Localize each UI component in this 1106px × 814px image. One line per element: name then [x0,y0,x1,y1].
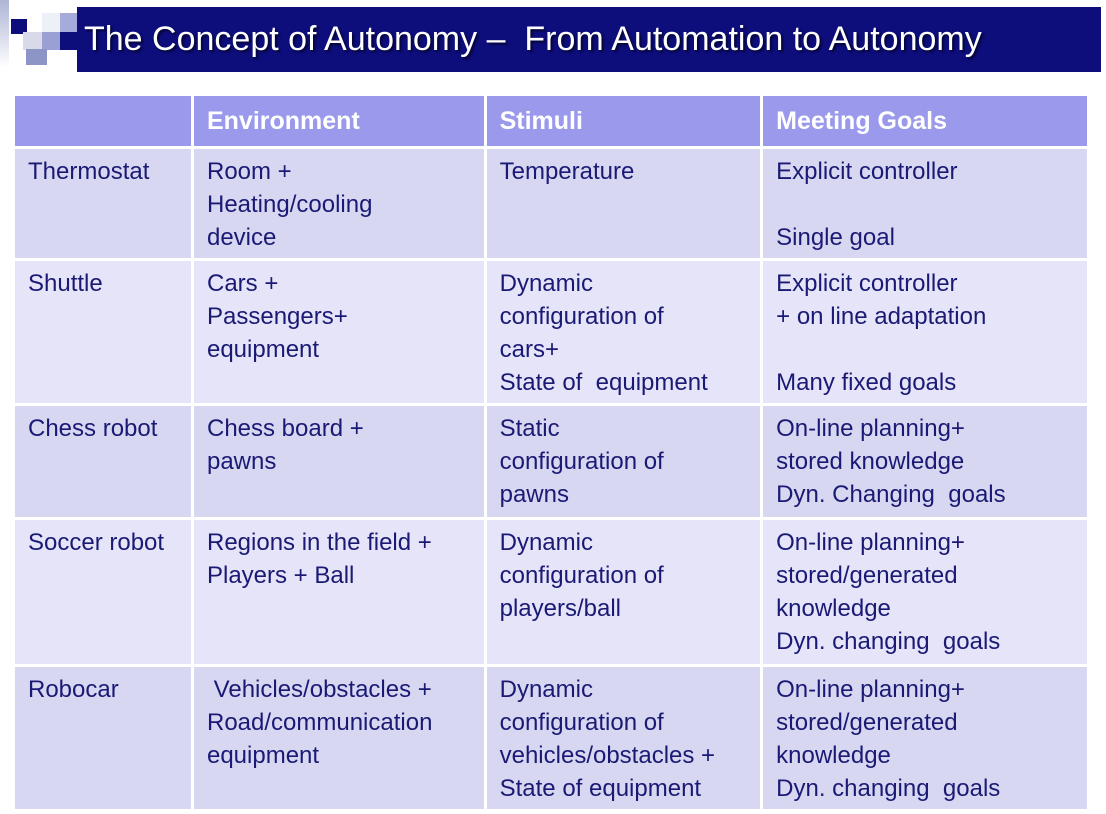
cell-meeting-goals: On-line planning+ stored/generated knowl… [763,667,1087,809]
table-header-row: Environment Stimuli Meeting Goals [15,96,1087,146]
table-row-shuttle: Shuttle Cars + Passengers+ equipment Dyn… [15,261,1087,403]
row-label: Thermostat [15,149,191,258]
cell-meeting-goals: Explicit controller + on line adaptation… [763,261,1087,403]
row-label: Shuttle [15,261,191,403]
header-cell-environment: Environment [193,96,484,146]
row-label: Soccer robot [15,520,191,664]
cell-stimuli: Dynamic configuration of cars+ State of … [486,261,761,403]
slide-title: The Concept of Autonomy – From Automatio… [84,20,982,58]
header-cell-meeting-goals: Meeting Goals [763,96,1087,146]
cell-meeting-goals: On-line planning+ stored/generated knowl… [763,520,1087,664]
table-row-thermostat: Thermostat Room + Heating/cooling device… [15,149,1087,258]
table-row-robocar: Robocar Vehicles/obstacles + Road/commun… [15,667,1087,809]
cell-environment: Room + Heating/cooling device [193,149,484,258]
cell-stimuli: Temperature [486,149,761,258]
cell-meeting-goals: Explicit controller Single goal [763,149,1087,258]
row-label: Chess robot [15,406,191,517]
cell-environment: Regions in the field + Players + Ball [193,520,484,664]
header-cell-stimuli: Stimuli [486,96,761,146]
cell-stimuli: Static configuration of pawns [486,406,761,517]
cell-stimuli: Dynamic configuration of players/ball [486,520,761,664]
mosaic-square [60,32,78,50]
cell-stimuli: Dynamic configuration of vehicles/obstac… [486,667,761,809]
row-label: Robocar [15,667,191,809]
mosaic-strip [0,0,9,67]
mosaic-square [60,13,78,32]
mosaic-square [26,49,47,65]
cell-environment: Chess board + pawns [193,406,484,517]
autonomy-comparison-table: Environment Stimuli Meeting Goals Thermo… [12,93,1090,812]
table-row-soccer-robot: Soccer robot Regions in the field + Play… [15,520,1087,664]
cell-meeting-goals: On-line planning+ stored knowledge Dyn. … [763,406,1087,517]
mosaic-square [42,32,60,50]
cell-environment: Vehicles/obstacles + Road/communication … [193,667,484,809]
mosaic-square [11,19,27,34]
mosaic-square [42,13,60,32]
header-cell-blank [15,96,191,146]
table-row-chess-robot: Chess robot Chess board + pawns Static c… [15,406,1087,517]
cell-environment: Cars + Passengers+ equipment [193,261,484,403]
title-bar: The Concept of Autonomy – From Automatio… [77,7,1101,72]
mosaic-square [23,32,42,50]
